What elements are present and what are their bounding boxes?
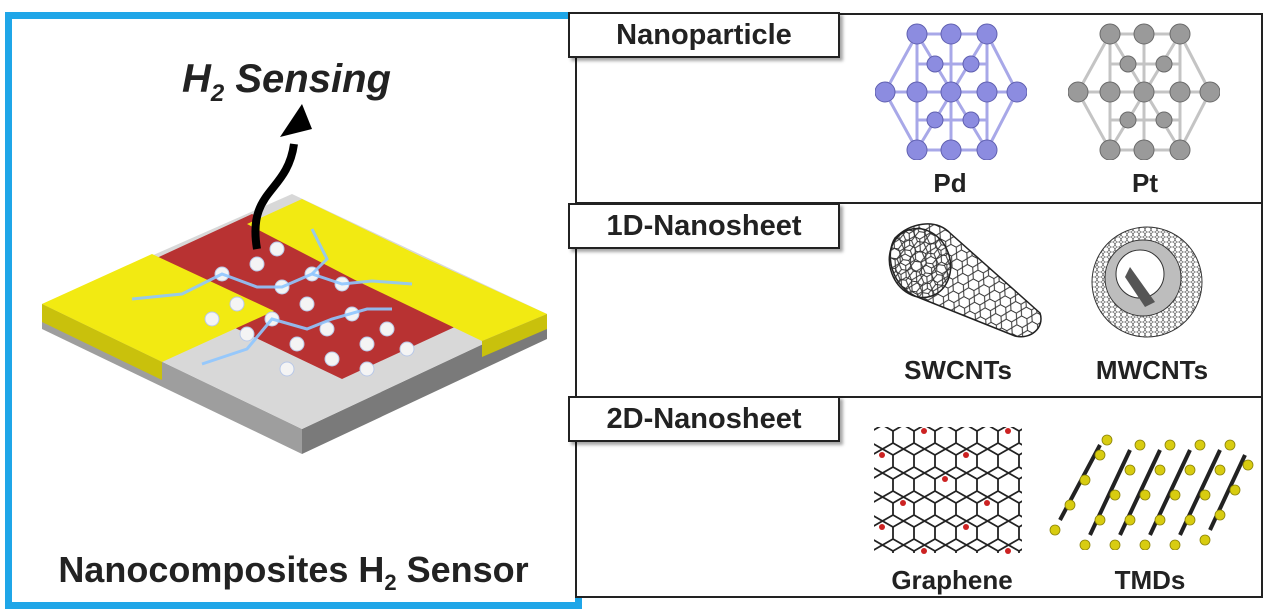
section-divider xyxy=(575,202,1263,204)
pd-label: Pd xyxy=(933,168,967,198)
swcnts-label: SWCNTs xyxy=(904,355,1012,385)
pt-label: Pt xyxy=(1132,168,1158,198)
tmds-layered-icon xyxy=(1049,434,1254,550)
mwcnts-label: MWCNTs xyxy=(1095,355,1209,385)
section-divider xyxy=(575,396,1263,398)
nanocomposite-sensor-caption: Nanocomposites H2 Sensor xyxy=(58,549,529,596)
h2-release-arrow xyxy=(251,143,298,250)
nanoparticle-label: Nanoparticle xyxy=(568,12,840,58)
1d-nanosheet-label: 1D-Nanosheet xyxy=(568,203,840,249)
graphene-lattice-icon xyxy=(874,427,1022,554)
graphene-label: Graphene xyxy=(891,565,1013,595)
sensor-device-drawing xyxy=(42,104,547,454)
left-electrode xyxy=(42,254,274,362)
pt-crystal-icon xyxy=(1068,23,1220,160)
swcnt-tube-icon xyxy=(888,223,1042,338)
pd-crystal-icon xyxy=(875,23,1027,160)
sensing-film xyxy=(122,214,472,379)
h2-sensing-title: H2 Sensing xyxy=(182,57,391,107)
sensor-illustration-panel: H2 Sensing Nanoc xyxy=(5,12,582,609)
mwcnt-tube-icon xyxy=(1091,226,1203,338)
tmds-label: TMDs xyxy=(1114,565,1186,595)
2d-nanosheet-label: 2D-Nanosheet xyxy=(568,396,840,442)
right-electrode xyxy=(247,199,547,341)
